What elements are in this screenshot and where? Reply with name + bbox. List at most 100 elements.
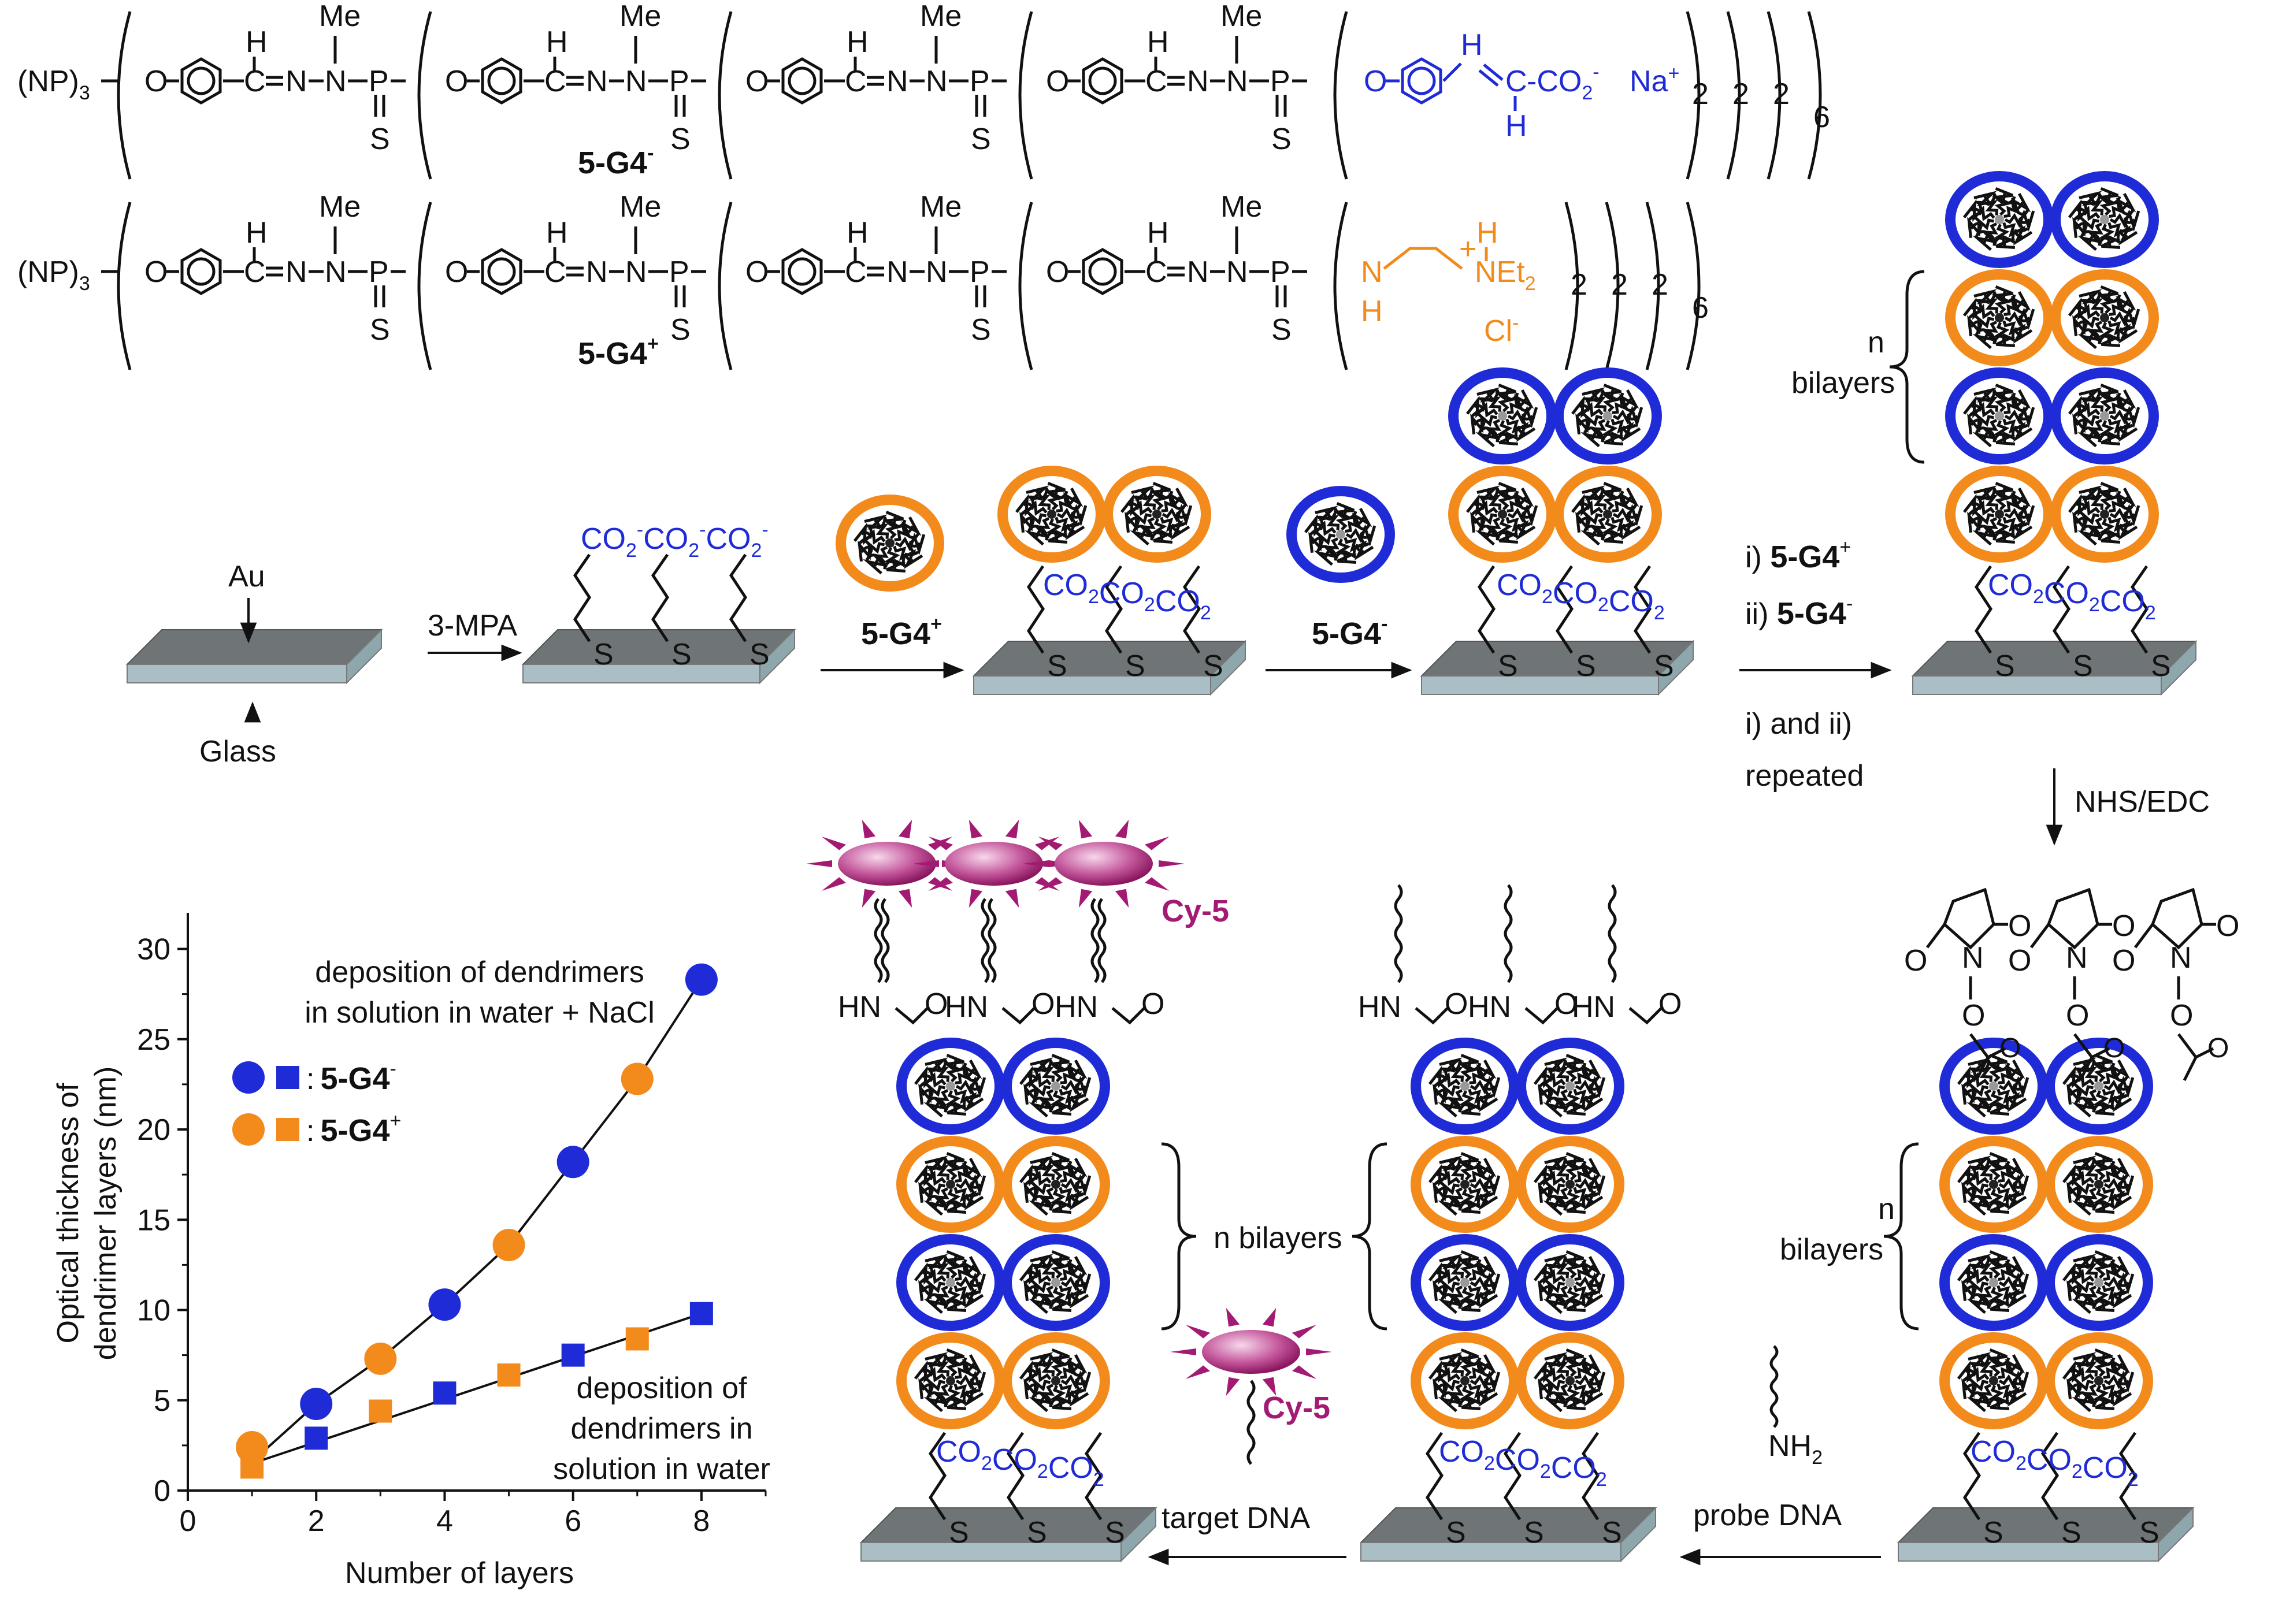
dendrimer <box>1516 1038 1624 1135</box>
dendrimer-branch <box>1997 1285 2027 1309</box>
dendrimer-branch <box>1454 1394 1461 1407</box>
dendrimer-branch <box>1559 1394 1567 1407</box>
dendrimer-branch <box>2073 1352 2098 1377</box>
dendrimer <box>1448 466 1557 563</box>
atom-p: P <box>369 65 389 98</box>
dye-spike <box>821 877 847 891</box>
sulfur-atom: S <box>671 638 692 671</box>
co-sub: 2 <box>626 540 637 562</box>
dendrimer <box>2044 1038 2153 1135</box>
dendrimer-branch <box>1065 502 1081 510</box>
atom-h: H <box>246 216 268 250</box>
cl-charge: - <box>1512 312 1519 334</box>
atom-n: N <box>886 65 908 98</box>
probe-dna-strand <box>1504 884 1513 983</box>
co-sub: 2 <box>2128 1469 2139 1491</box>
dendrimer-branch <box>2011 196 2016 210</box>
atom-o: O <box>1046 65 1069 98</box>
atom-s: S <box>670 313 691 347</box>
name: 5-G4 <box>320 1113 389 1148</box>
dendrimer-branch <box>1026 485 1051 510</box>
label-step-i: i) 5-G4+ <box>1745 536 1851 574</box>
dendrimer-branch <box>2007 1270 2023 1279</box>
dendrimer-branch <box>2116 392 2121 406</box>
dendrimer-branch <box>1019 1262 1052 1285</box>
dendrimer-branch <box>1067 1357 1073 1371</box>
dendrimer-core <box>2100 411 2109 421</box>
dendrimer-branch <box>1968 1254 1993 1279</box>
atom-n: N <box>1226 255 1248 289</box>
sulfur-atom: S <box>1654 649 1674 683</box>
dendrimer-branch <box>1067 1161 1073 1175</box>
dendrimer-branch <box>1973 485 1999 510</box>
dendrimer-branch <box>1969 1386 1977 1399</box>
dendrimer <box>2044 1332 2153 1429</box>
dendrimer-branch <box>1057 1256 1063 1266</box>
alkyl-chain <box>1104 565 1123 654</box>
repeat-count: 2 <box>1611 268 1628 302</box>
dendrimer-branch <box>2088 1099 2095 1113</box>
data-point-square <box>369 1399 392 1423</box>
dendrimer-branch <box>2102 1285 2132 1309</box>
label-5-g4-plus: 5-G4+ <box>578 333 659 371</box>
dye-spike <box>1226 1307 1240 1327</box>
alkyl-chain <box>1026 565 1045 654</box>
dendrimer-branch <box>926 1288 934 1300</box>
sub: 2 <box>1812 1447 1823 1469</box>
dendrimer-branch <box>1571 493 1604 516</box>
dendrimer-branch <box>1467 1158 1472 1168</box>
atom-o: O <box>144 255 168 289</box>
co-sub: 2 <box>1540 1461 1551 1482</box>
close-bracket <box>1564 202 1579 370</box>
dendrimer-branch <box>2068 199 2101 222</box>
dendrimer-branch <box>2007 1369 2023 1377</box>
dendrimer <box>2050 171 2159 268</box>
amide-o: O <box>925 987 948 1021</box>
dendrimer-branch <box>1582 1161 1587 1175</box>
substrate-side-face <box>1120 1506 1156 1563</box>
bond-line <box>2091 1047 2110 1059</box>
dendrimer-branch <box>914 1164 947 1187</box>
co-sub: 2 <box>2089 594 2100 616</box>
substrate-side-face <box>2161 640 2196 696</box>
dendrimer-branch <box>1069 1369 1085 1377</box>
dye-spike <box>1262 1307 1277 1327</box>
atom-p: P <box>1270 255 1290 289</box>
alkyl-chain <box>1503 1432 1522 1521</box>
sulfur-atom: S <box>749 638 770 671</box>
dendrimer-branch <box>962 1357 967 1371</box>
dendrimer <box>1516 1234 1624 1331</box>
dye-spike <box>898 889 912 908</box>
dendrimer-branch <box>1465 493 1498 516</box>
dendrimer <box>1001 1234 1110 1331</box>
probe-dna-strand <box>1394 884 1403 983</box>
dendrimer <box>1103 466 1211 563</box>
dendrimer-core <box>1460 1278 1470 1287</box>
data-point-circle <box>492 1229 525 1261</box>
open-bracket <box>1018 11 1033 180</box>
dye-spike <box>1115 819 1129 839</box>
atom-n: N <box>926 65 948 98</box>
dendrimer-branch <box>2079 191 2104 215</box>
repeat-count: 2 <box>1652 268 1668 302</box>
label-bilayers: bilayers <box>1791 366 1895 400</box>
dendrimer-branch <box>1621 404 1637 412</box>
dendrimer-core <box>946 1082 955 1091</box>
atom-n: N <box>285 65 307 98</box>
dendrimer-branch <box>2013 404 2029 412</box>
carboxylate-row: CO2CO2CO2 <box>936 1435 1104 1491</box>
benzene-ring <box>182 250 220 293</box>
dendrimer <box>1448 367 1557 464</box>
dendrimer-branch <box>1031 1190 1039 1202</box>
dendrimer-branch <box>2118 207 2134 215</box>
alkyl-chain <box>573 553 591 642</box>
dye-body <box>945 842 1043 886</box>
x-tick-label: 0 <box>180 1504 196 1538</box>
close-bracket <box>1767 11 1782 180</box>
carboxylate-row: CO2CO2CO2 <box>1497 568 1665 624</box>
dendrimer-branch <box>2013 306 2029 314</box>
dendrimer-branch <box>2005 1357 2010 1371</box>
dendrimer-branch <box>2080 421 2088 434</box>
